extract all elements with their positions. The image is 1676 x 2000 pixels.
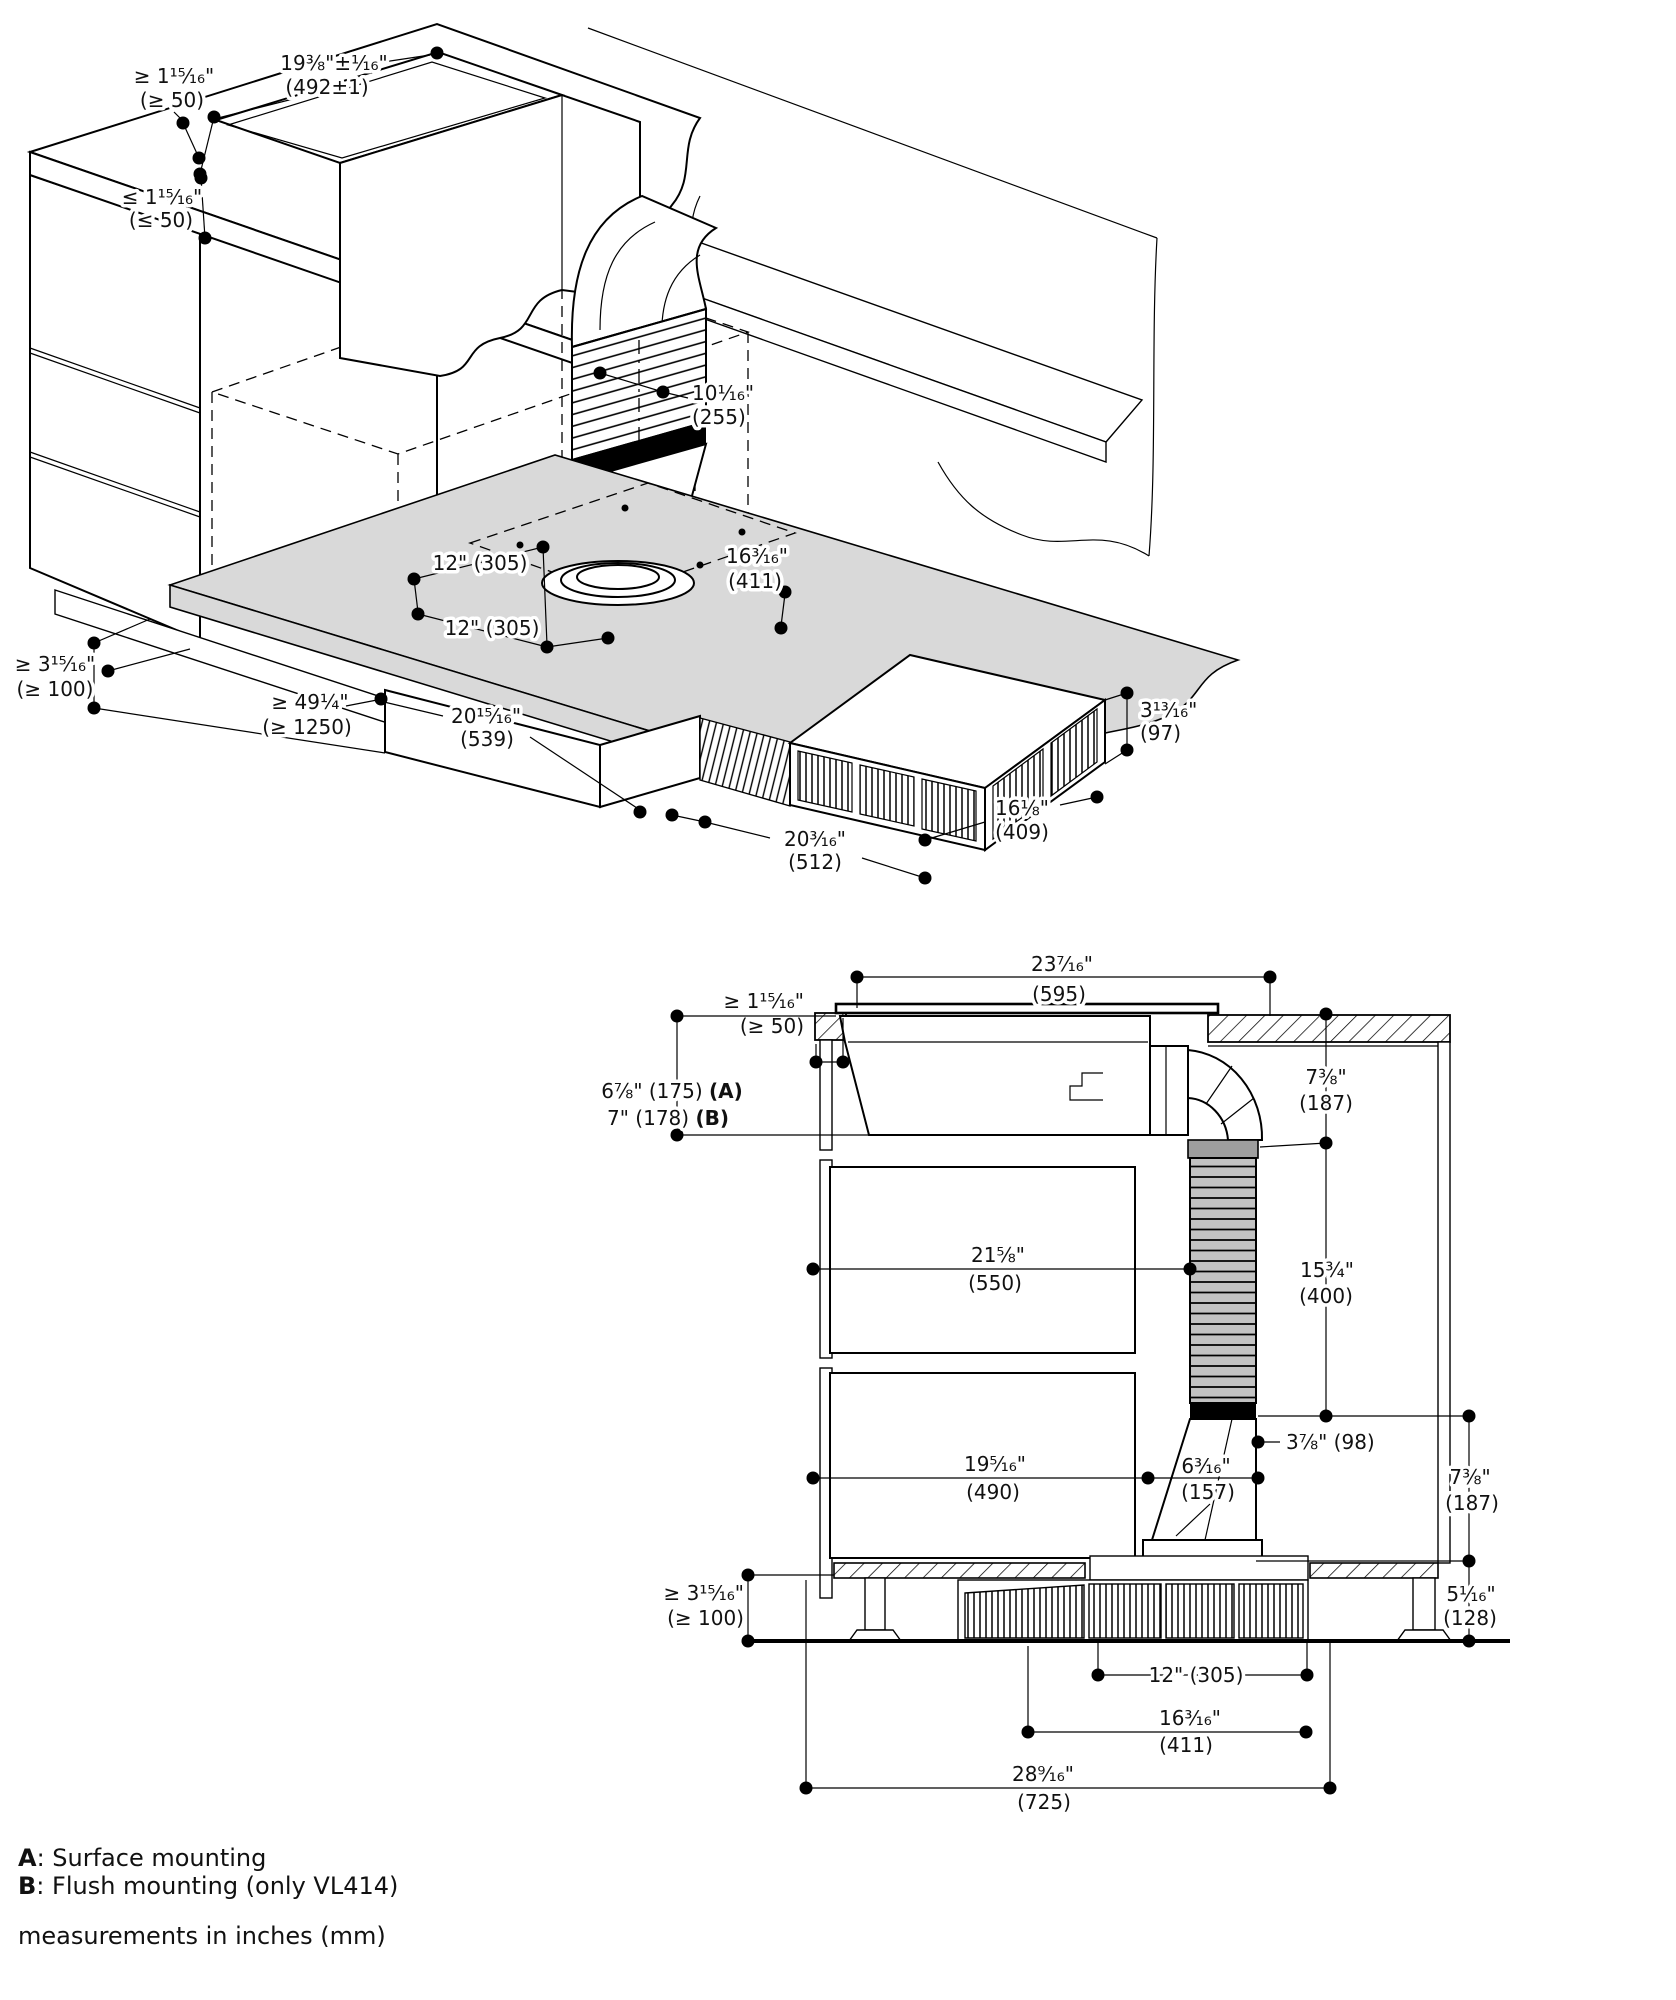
dim-total-width: 28⁹⁄₁₆"	[1012, 1762, 1074, 1786]
svg-text:(595): (595)	[1032, 982, 1086, 1006]
diagram-isometric-view: ≥ 1¹⁵⁄₁₆" (≥ 50) 19⅜"±¹⁄₁₆" (492±1) ≤ 1¹…	[11, 22, 1241, 885]
dim-worktop-width: 23⁷⁄₁₆"	[1031, 952, 1093, 976]
svg-text:(97): (97)	[1140, 721, 1181, 745]
duct-collar	[1187, 1139, 1259, 1159]
flat-duct	[699, 717, 791, 807]
dim-plinth-min: ≥ 3¹⁵⁄₁₆"	[15, 652, 95, 676]
dim-right-offset: 7⅜"	[1449, 1465, 1490, 1489]
body-outlet	[1149, 1045, 1189, 1136]
blower-unit	[787, 653, 1108, 852]
svg-text:(157): (157)	[1181, 1480, 1235, 1504]
dim-clearance-top: ≥ 1¹⁵⁄₁₆"	[134, 64, 214, 88]
svg-text:(492±1): (492±1)	[285, 75, 368, 99]
duct-clamp-band	[572, 422, 706, 482]
svg-text:(411): (411)	[1159, 1733, 1213, 1757]
dim-plinth-height: 5¹⁄₁₆"	[1446, 1582, 1495, 1606]
dim-plinth-min: ≥ 3¹⁵⁄₁₆"	[664, 1581, 744, 1605]
svg-text:(≥ 50): (≥ 50)	[140, 88, 204, 112]
dim-cutout-width: 19⅜"±¹⁄₁₆"	[280, 51, 387, 75]
dim-blower-depth: 16⅛"	[995, 796, 1049, 820]
plinth-section	[745, 1555, 1510, 1643]
svg-text:(512): (512)	[788, 850, 842, 874]
dim-duct-length: 15¾"	[1300, 1258, 1354, 1282]
svg-text:(490): (490)	[966, 1480, 1020, 1504]
cooktop-frame	[225, 61, 548, 159]
diagram-section-view: 23⁷⁄₁₆" (595) ≥ 1¹⁵⁄₁₆" (≥ 50) 6⅞" (175)…	[598, 949, 1510, 1818]
dim-outlet-depth: 6³⁄₁₆"	[1181, 1454, 1230, 1478]
cooktop-body-section	[838, 1015, 1189, 1136]
dim-rear-clearance: ≥ 1¹⁵⁄₁₆"	[724, 989, 804, 1013]
svg-text:(255): (255)	[692, 405, 746, 429]
svg-text:(≤ 50): (≤ 50)	[129, 208, 193, 232]
dim-depth-a: 6⅞" (175) (A)	[601, 1079, 743, 1103]
dim-cabinet-width: ≥ 49¼"	[271, 690, 348, 714]
left-leg	[864, 1577, 886, 1631]
right-wall	[1437, 1041, 1451, 1564]
drawer-top	[829, 1166, 1136, 1354]
cabinet-bottom-right	[1309, 1562, 1439, 1579]
legend-b: B: Flush mounting (only VL414)	[18, 1872, 398, 1900]
dim-plate-depth: 16³⁄₁₆"	[726, 544, 788, 568]
drawer-bottom	[829, 1372, 1136, 1559]
dim-drawer-bottom: 19⁵⁄₁₆"	[964, 1452, 1026, 1476]
plinth-plenum	[384, 688, 701, 809]
svg-text:(128): (128)	[1443, 1606, 1497, 1630]
svg-text:(725): (725)	[1017, 1790, 1071, 1814]
section-flex-duct	[1189, 1157, 1257, 1419]
svg-text:(409): (409)	[995, 820, 1049, 844]
d2-dimensions: 23⁷⁄₁₆" (595) ≥ 1¹⁵⁄₁₆" (≥ 50) 6⅞" (175)…	[598, 949, 1503, 1818]
dim-blower-height: 3¹³⁄₁₆"	[1140, 698, 1197, 722]
cooktop-glass	[834, 1002, 1220, 1015]
dim-offset-front: 12" (305)	[445, 616, 540, 640]
svg-text:(≥ 1250): (≥ 1250)	[262, 715, 352, 739]
dim-depth-b: 7" (178) (B)	[607, 1106, 729, 1130]
dim-offset-back: 12" (305)	[433, 551, 528, 575]
cabinet-bottom-left	[833, 1562, 1086, 1579]
worktop-hatched	[1207, 1014, 1451, 1043]
svg-text:(550): (550)	[968, 1271, 1022, 1295]
legend: A: Surface mounting B: Flush mounting (o…	[18, 1844, 398, 1950]
d1-dimensions: ≥ 1¹⁵⁄₁₆" (≥ 50) 19⅜"±¹⁄₁₆" (492±1) ≤ 1¹…	[11, 46, 1201, 885]
dim-clearance-front: ≤ 1¹⁵⁄₁₆"	[122, 185, 202, 209]
dim-vent-width: 16³⁄₁₆"	[1159, 1706, 1221, 1730]
svg-text:(≥ 100): (≥ 100)	[17, 677, 94, 701]
dim-plenum-width: 20¹⁵⁄₁₆"	[451, 704, 521, 728]
legend-note: measurements in inches (mm)	[18, 1922, 386, 1950]
svg-text:(≥ 50): (≥ 50)	[740, 1014, 804, 1038]
dim-top-offset: 7⅜"	[1305, 1065, 1346, 1089]
blower-grilles	[797, 707, 1098, 842]
dim-elbow-offset: 3⅞" (98)	[1286, 1430, 1375, 1454]
dim-drawer-top: 21⅝"	[971, 1243, 1025, 1267]
legend-a: A: Surface mounting	[18, 1844, 266, 1872]
svg-text:(187): (187)	[1299, 1091, 1353, 1115]
svg-text:(411): (411)	[728, 569, 782, 593]
svg-text:(539): (539)	[460, 727, 514, 751]
cooktop-body	[339, 93, 641, 378]
recirc-box	[1089, 1555, 1309, 1581]
svg-text:(187): (187)	[1445, 1491, 1499, 1515]
section-elbow	[1187, 1048, 1264, 1141]
flange-collar	[576, 564, 660, 590]
drawer-divisions	[29, 347, 201, 518]
svg-text:(400): (400)	[1299, 1284, 1353, 1308]
dim-blower-width: 20³⁄₁₆"	[784, 827, 846, 851]
svg-text:(≥ 100): (≥ 100)	[667, 1606, 744, 1630]
right-leg	[1412, 1577, 1436, 1631]
dim-duct-height: 10¹⁄₁₆"	[692, 381, 754, 405]
section-clamp-band	[1190, 1403, 1256, 1419]
dim-grille-width: 12" (305)	[1149, 1663, 1244, 1687]
